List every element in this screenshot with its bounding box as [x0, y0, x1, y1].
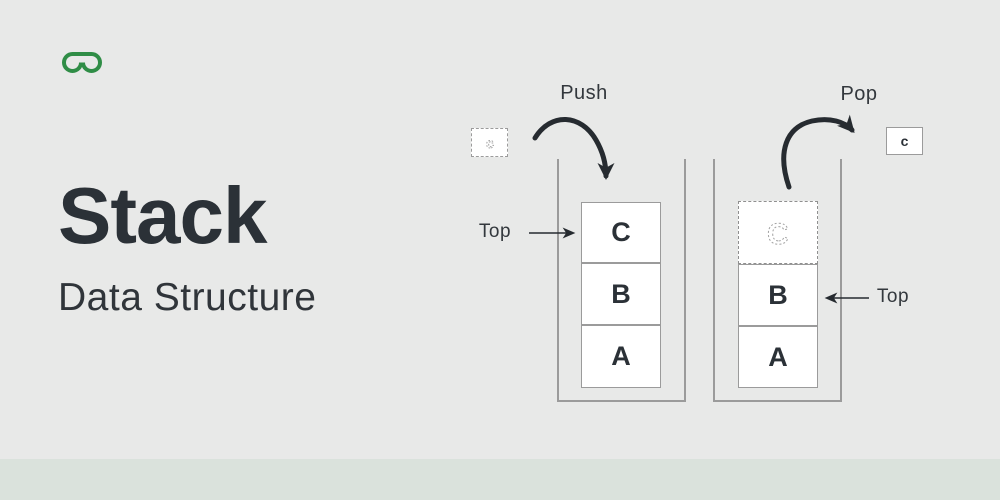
push-stack-item-middle-label: B	[611, 278, 631, 309]
pop-stack-item-bottom-label: A	[768, 341, 788, 372]
push-label: Push	[560, 82, 608, 104]
incoming-item-box: c	[471, 128, 508, 157]
page-title: Stack	[58, 171, 267, 260]
push-stack-item-top-label: C	[611, 217, 631, 247]
footer-strip	[0, 459, 1000, 500]
stack-container-push	[557, 159, 686, 402]
push-stack-item-bottom-label: A	[611, 341, 631, 371]
page-subtitle: Data Structure	[58, 276, 317, 319]
pop-stack-ghost-item: C	[738, 201, 818, 264]
pop-stack-item-bottom: A	[738, 326, 818, 388]
top-label-pop: Top	[876, 286, 910, 307]
popped-item-letter: c	[900, 133, 909, 149]
top-label-push: Top	[478, 221, 512, 242]
ghost-letter-icon: C	[767, 217, 790, 251]
stack-container-pop	[713, 159, 842, 402]
push-stack-item-bottom: A	[581, 325, 661, 388]
svg-text:c: c	[486, 135, 494, 151]
incoming-item-ghost-letter: c	[485, 134, 494, 151]
popped-item-box: c	[886, 127, 923, 155]
pop-label: Pop	[840, 83, 878, 105]
push-stack-item-top: C	[581, 202, 661, 263]
svg-text:C: C	[767, 218, 789, 251]
geeksforgeeks-logo-icon	[62, 52, 102, 73]
pop-stack-item-top: B	[738, 264, 818, 326]
push-stack-item-middle: B	[581, 263, 661, 325]
pop-stack-item-top-label: B	[768, 279, 788, 310]
